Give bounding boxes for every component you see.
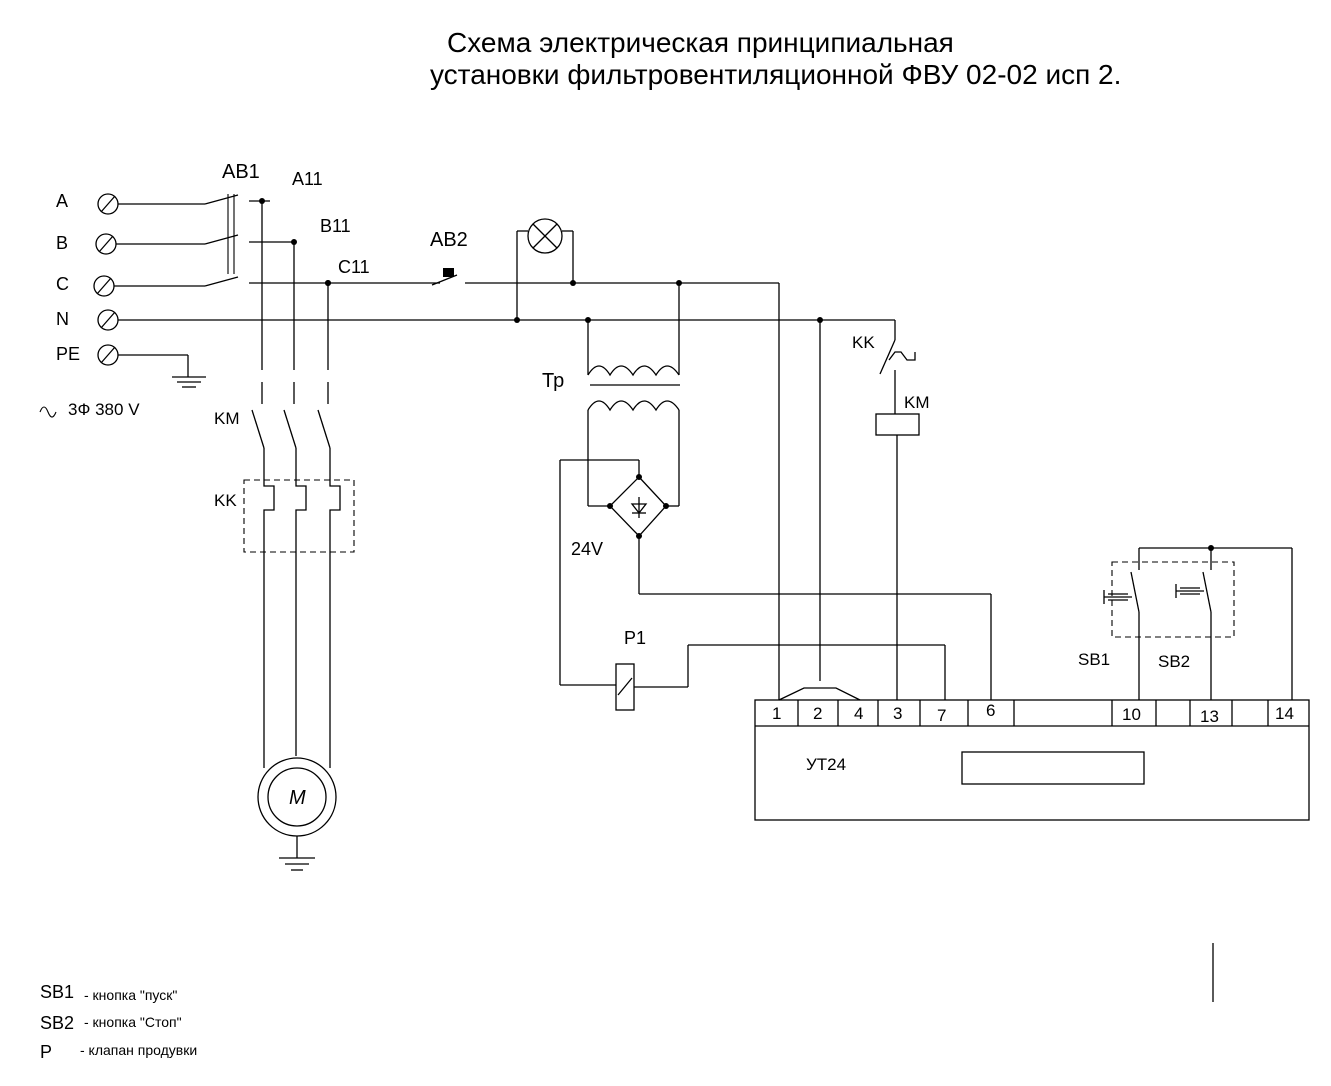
v24-label: 24V — [571, 539, 603, 559]
rectifier-bridge-icon — [560, 459, 992, 700]
legend-text-p: - клапан продувки — [80, 1042, 197, 1058]
title-line-2: установки фильтровентиляционной ФВУ 02-0… — [430, 59, 1121, 90]
motor-wires — [263, 542, 331, 768]
terminal-pe-icon — [97, 344, 119, 366]
terminal-1: 1 — [772, 704, 781, 723]
input-label-c: C — [56, 274, 69, 294]
km-main-label: KM — [214, 409, 240, 428]
input-label-b: B — [56, 233, 68, 253]
legend-text-sb2: - кнопка "Стоп" — [84, 1014, 182, 1030]
input-label-pe: PE — [56, 344, 80, 364]
p1-relay — [559, 460, 946, 711]
terminal-3: 3 — [893, 704, 902, 723]
controller-ut24 — [754, 699, 1310, 821]
motor: M — [257, 757, 337, 837]
km-coil-label: KM — [904, 393, 930, 412]
ac-symbol-icon — [39, 406, 57, 418]
a11-label: A11 — [292, 169, 323, 189]
p1-label: P1 — [624, 628, 646, 648]
km-main-contacts — [251, 382, 331, 478]
indicator-lamp-icon — [516, 218, 574, 320]
motor-label: M — [289, 787, 306, 809]
ab2-breaker — [431, 268, 780, 700]
ab1-breaker — [204, 194, 440, 287]
legend-text-sb1: - кнопка "пуск" — [84, 987, 177, 1003]
transformer — [587, 283, 680, 506]
terminal-6: 6 — [986, 701, 995, 720]
tr-label: Тр — [542, 370, 564, 392]
sb1-label: SB1 — [1078, 650, 1110, 669]
terminal-14: 14 — [1275, 704, 1294, 723]
kk-main-label: KK — [214, 491, 237, 510]
pe-ground-icon — [172, 376, 206, 388]
legend-code-p: P — [40, 1042, 52, 1062]
terminal-7: 7 — [937, 706, 946, 725]
controller-name: УТ24 — [806, 755, 846, 774]
terminal-13: 13 — [1200, 707, 1219, 726]
input-label-a: A — [56, 191, 68, 211]
km-coil — [875, 413, 920, 700]
terminal-2: 2 — [813, 704, 822, 723]
kk-thermal-relay — [243, 478, 355, 553]
terminal-a-icon — [97, 193, 119, 215]
input-wires — [114, 203, 205, 377]
ab2-label: AB2 — [430, 229, 468, 251]
terminal-c-icon — [93, 275, 115, 297]
title-line-1: Схема электрическая принципиальная — [447, 27, 954, 58]
terminal-n-icon — [97, 309, 119, 331]
legend-code-sb1: SB1 — [40, 982, 74, 1002]
sb2-label: SB2 — [1158, 652, 1190, 671]
b11-label: B11 — [320, 216, 351, 236]
pushbuttons — [1103, 547, 1293, 700]
input-label-n: N — [56, 309, 69, 329]
ab1-label: AB1 — [222, 161, 260, 183]
controller-display — [961, 751, 1145, 785]
kk-control-contact — [879, 320, 916, 414]
motor-ground-icon — [279, 836, 315, 871]
input-terminals — [93, 193, 119, 366]
terminal-10: 10 — [1122, 705, 1141, 724]
legend: SB1 - кнопка "пуск" SB2 - кнопка "Стоп" … — [40, 982, 197, 1062]
supply-label: 3Ф 380 V — [68, 400, 140, 419]
phase-wires-upper — [261, 201, 329, 370]
terminal-b-icon — [95, 233, 117, 255]
kk-ctrl-label: KK — [852, 333, 875, 352]
terminal-bridge-2-4 — [778, 687, 861, 701]
legend-code-sb2: SB2 — [40, 1013, 74, 1033]
c11-label: C11 — [338, 257, 370, 277]
terminal-4: 4 — [854, 704, 863, 723]
